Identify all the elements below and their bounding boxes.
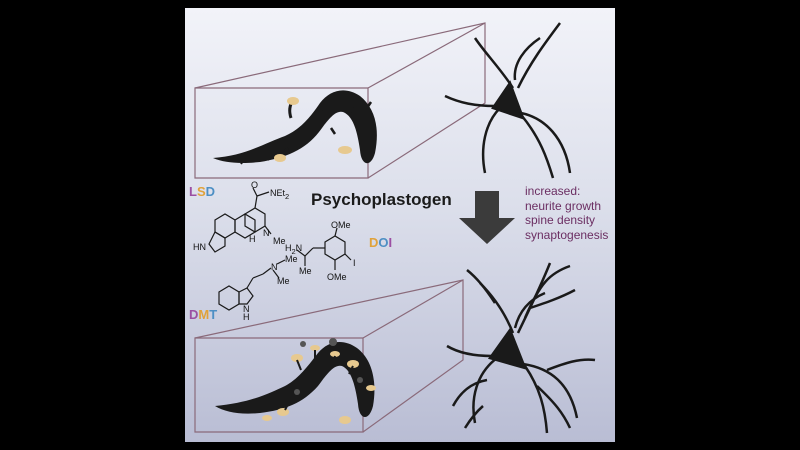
- chem-subscript: 2: [285, 191, 290, 201]
- chem-label: H2N: [285, 243, 302, 256]
- doi-letter: I: [388, 235, 393, 250]
- effect-line: spine density: [525, 213, 596, 227]
- dmt-letter: M: [198, 307, 210, 322]
- chem-label: N: [295, 243, 303, 253]
- dmt-label: DMT: [189, 307, 217, 322]
- doi-letter: D: [369, 235, 379, 250]
- chem-label: I: [353, 258, 356, 268]
- effect-line: neurite growth: [525, 198, 602, 213]
- chem-label: O: [251, 180, 259, 190]
- effects-list: increased: neurite growth spine density …: [525, 184, 608, 242]
- chem-label: N: [243, 304, 250, 314]
- top-neuron: [444, 22, 572, 179]
- chem-label: NEt: [270, 188, 286, 198]
- chem-label: Me: [277, 276, 290, 286]
- chem-label: OMe: [327, 272, 347, 282]
- lsd-letter: S: [196, 184, 206, 199]
- effect-line: increased:: [525, 184, 581, 198]
- dmt-structure: [218, 259, 286, 311]
- bottom-box: [194, 279, 464, 433]
- chem-subscript: 2: [291, 246, 296, 256]
- lsd-letter: D: [205, 184, 216, 199]
- down-arrow: [459, 191, 515, 244]
- dmt-letter: D: [189, 307, 199, 322]
- top-box: [194, 22, 486, 179]
- figure-panel: Psychoplastogen increased: neurite growt…: [185, 8, 615, 442]
- diagram-title: Psychoplastogen: [311, 190, 452, 209]
- chem-label: Me: [285, 254, 298, 264]
- effect-line: synaptogenesis: [525, 227, 609, 242]
- chem-label: H: [249, 234, 256, 244]
- chem-label: Me: [299, 266, 312, 276]
- chem-label: H: [285, 243, 292, 253]
- chem-label: HN: [193, 242, 206, 252]
- chem-label: H: [243, 312, 250, 322]
- bottom-salamander: [215, 338, 376, 424]
- chem-label: Me: [273, 236, 286, 246]
- bottom-neuron: [446, 262, 596, 434]
- chem-label: N: [271, 262, 278, 272]
- diagram-artwork: [194, 22, 596, 434]
- doi-label: DOI: [369, 235, 392, 250]
- chem-label: N: [263, 228, 270, 238]
- lsd-label: LSD: [189, 184, 215, 199]
- top-salamander: [213, 90, 377, 165]
- lsd-letter: L: [189, 184, 197, 199]
- chem-label: OMe: [331, 220, 351, 230]
- dmt-letter: T: [209, 307, 218, 322]
- doi-letter: O: [378, 235, 389, 250]
- lsd-structure: [208, 187, 272, 253]
- chem-label: NEt2: [270, 188, 289, 201]
- doi-structure: [296, 227, 352, 270]
